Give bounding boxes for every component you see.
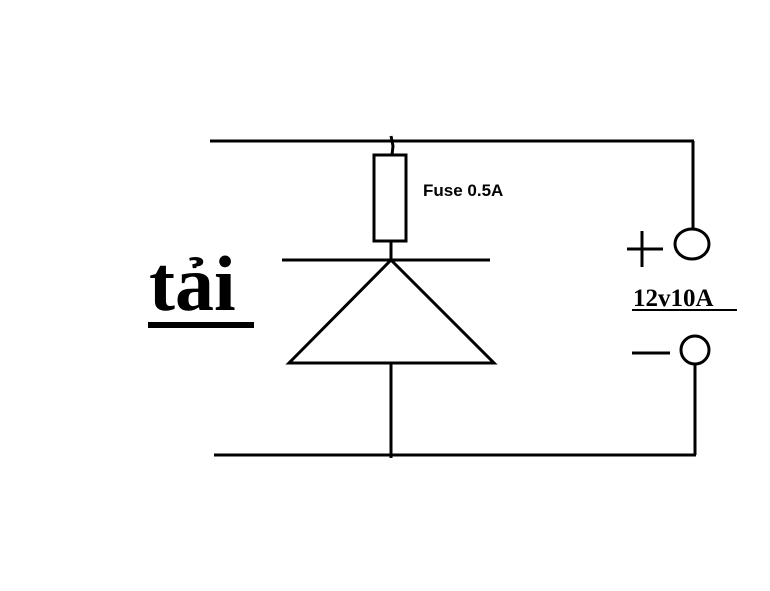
fuse-label: Fuse 0.5A xyxy=(423,181,503,200)
fuse-lead-top xyxy=(389,135,395,156)
load-label-underline xyxy=(148,322,254,328)
supply-label: 12v10A xyxy=(633,285,714,312)
load-label: tải xyxy=(149,240,236,327)
positive-terminal xyxy=(673,227,711,261)
negative-terminal xyxy=(679,334,711,366)
fuse xyxy=(372,153,408,243)
supply-label-underline xyxy=(632,309,737,311)
diode-triangle xyxy=(285,257,498,365)
